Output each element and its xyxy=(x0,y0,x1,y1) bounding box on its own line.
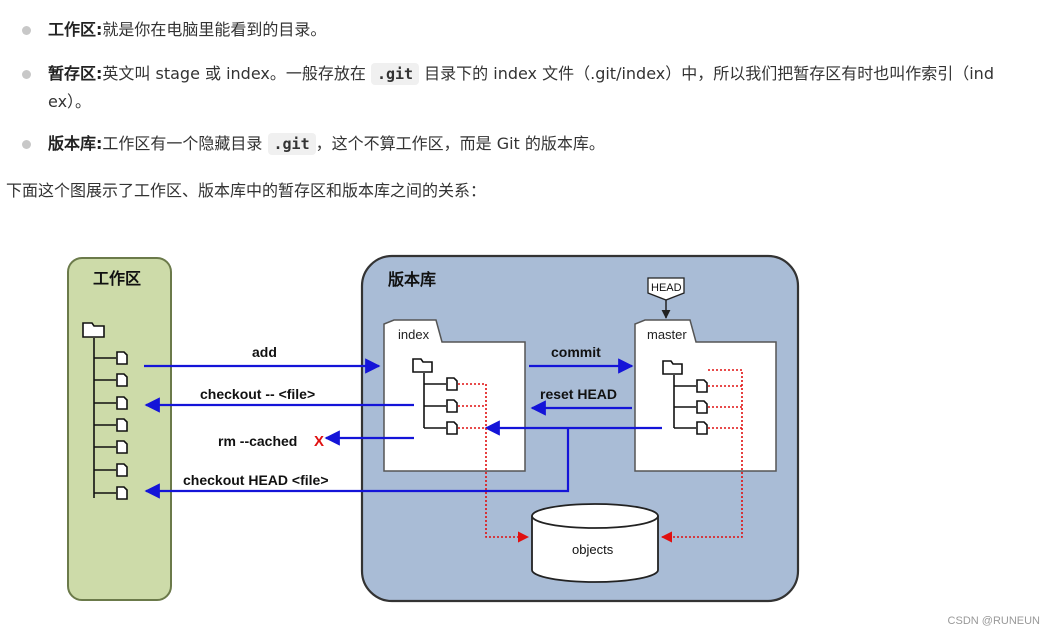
file-icon xyxy=(116,486,128,500)
checkout-file-label: checkout -- <file> xyxy=(200,386,315,402)
file-icon xyxy=(696,421,708,435)
file-icon xyxy=(116,463,128,477)
master-area: master xyxy=(634,319,777,472)
repo-description-a: 工作区有一个隐藏目录 xyxy=(102,134,268,153)
master-tab-label: master xyxy=(647,327,687,342)
file-icon xyxy=(446,399,458,413)
folder-icon xyxy=(412,358,433,373)
repo-description-b: ，这个不算工作区，而是 Git 的版本库。 xyxy=(315,134,605,153)
bullet-dot xyxy=(22,140,31,149)
folder-icon xyxy=(82,322,105,338)
reset-head-label: reset HEAD xyxy=(540,386,617,402)
stage-description-a: 英文叫 stage 或 index。一般存放在 xyxy=(102,64,371,83)
repository-title: 版本库 xyxy=(387,270,436,289)
file-icon xyxy=(116,418,128,432)
bullet-dot xyxy=(22,26,31,35)
head-pointer: HEAD xyxy=(647,277,685,319)
workspace-title: 工作区 xyxy=(93,269,141,288)
rm-cached-label: rm --cached xyxy=(218,433,297,449)
file-icon xyxy=(696,379,708,393)
index-objects-link xyxy=(458,383,530,543)
file-icon xyxy=(116,440,128,454)
file-icon xyxy=(116,351,128,365)
stage-description-b: 目录下的 index 文件（.git/index）中，所以我们把暂存区有时也叫作… xyxy=(419,64,994,83)
index-area: index xyxy=(383,319,526,472)
file-icon xyxy=(696,400,708,414)
index-tab-label: index xyxy=(398,327,430,342)
term-workspace: 工作区: xyxy=(48,20,103,39)
term-repository: 版本库: xyxy=(48,134,103,153)
checkout-head-label: checkout HEAD <file> xyxy=(183,472,329,488)
objects-label: objects xyxy=(572,542,614,557)
file-icon xyxy=(446,421,458,435)
head-label: HEAD xyxy=(651,282,682,294)
commit-label: commit xyxy=(551,344,601,360)
objects-store: objects xyxy=(531,503,659,583)
workspace-description: 就是你在电脑里能看到的目录。 xyxy=(102,20,327,39)
file-icon xyxy=(116,396,128,410)
folder-icon xyxy=(662,360,683,375)
watermark: CSDN @RUNEUN xyxy=(947,615,1040,627)
intro-paragraph: 下面这个图展示了工作区、版本库中的暂存区和版本库之间的关系： xyxy=(6,181,487,200)
workspace-tree xyxy=(82,322,128,500)
inline-code: .git xyxy=(370,63,420,85)
checkout-head-arrow xyxy=(144,428,570,499)
bullet-dot xyxy=(22,70,31,79)
file-icon xyxy=(116,373,128,387)
add-label: add xyxy=(252,344,277,360)
master-objects-link xyxy=(660,369,743,543)
inline-code: .git xyxy=(267,133,316,155)
file-icon xyxy=(446,377,458,391)
rm-cached-x-mark: X xyxy=(314,433,324,450)
term-stage: 暂存区: xyxy=(48,64,103,83)
stage-description-c: ex）。 xyxy=(48,92,92,111)
